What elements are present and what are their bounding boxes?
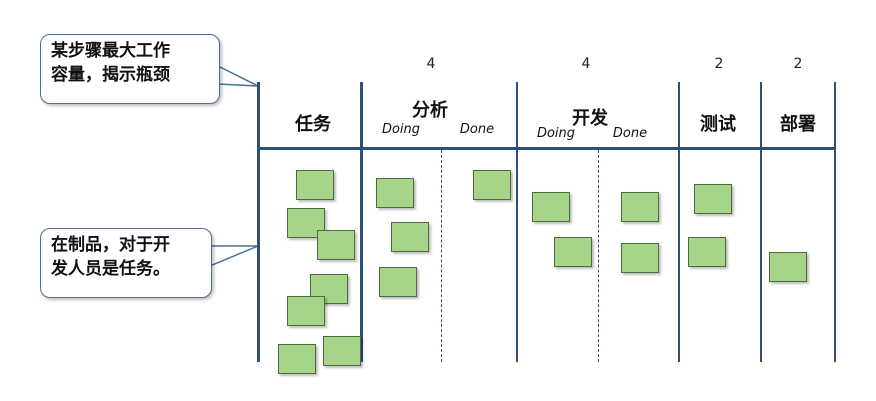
callout-pointer-top xyxy=(217,64,259,87)
callout-wip-limit-line1: 某步骤最大工作 xyxy=(51,41,170,61)
column-title-deploy: 部署 xyxy=(780,114,816,135)
column-title-tasks: 任务 xyxy=(295,114,331,135)
callout-wip-limit-line2: 容量，揭示瓶颈 xyxy=(51,65,170,85)
callout-pointer-bottom xyxy=(209,245,259,268)
board-divider xyxy=(360,82,363,362)
task-card[interactable] xyxy=(621,192,659,222)
task-card[interactable] xyxy=(391,222,429,252)
board-divider xyxy=(516,82,518,362)
column-sub-development-doing: Doing xyxy=(536,126,576,141)
column-sub-development-done: Done xyxy=(612,126,648,141)
task-card[interactable] xyxy=(278,344,316,374)
task-card[interactable] xyxy=(287,296,325,326)
column-title-analysis: 分析 xyxy=(412,100,448,121)
wip-limit-testing: 2 xyxy=(714,56,724,72)
wip-limit-analysis: 4 xyxy=(426,56,436,72)
callout-wip-items: 在制品，对于开 发人员是任务。 xyxy=(40,228,212,298)
board-divider xyxy=(760,82,762,362)
board-divider xyxy=(834,82,836,362)
task-card[interactable] xyxy=(621,243,659,273)
column-title-testing: 测试 xyxy=(700,114,736,135)
doing-done-divider xyxy=(598,150,599,362)
board-divider xyxy=(678,82,680,362)
header-separator xyxy=(257,147,836,150)
task-card[interactable] xyxy=(688,237,726,267)
task-card[interactable] xyxy=(769,252,807,282)
task-card[interactable] xyxy=(379,267,417,297)
column-title-development: 开发 xyxy=(572,108,608,129)
callout-wip-items-line2: 发人员是任务。 xyxy=(51,259,170,279)
task-card[interactable] xyxy=(317,230,355,260)
callout-wip-limit: 某步骤最大工作 容量，揭示瓶颈 xyxy=(40,34,220,104)
column-sub-analysis-doing: Doing xyxy=(381,122,421,137)
task-card[interactable] xyxy=(376,178,414,208)
callout-wip-items-line1: 在制品，对于开 xyxy=(51,235,170,255)
doing-done-divider xyxy=(441,150,442,362)
task-card[interactable] xyxy=(473,170,511,200)
task-card[interactable] xyxy=(296,170,334,200)
column-sub-analysis-done: Done xyxy=(459,122,495,137)
task-card[interactable] xyxy=(323,336,361,366)
board-divider xyxy=(257,82,260,362)
task-card[interactable] xyxy=(694,184,732,214)
task-card[interactable] xyxy=(532,192,570,222)
wip-limit-deploy: 2 xyxy=(793,56,803,72)
wip-limit-development: 4 xyxy=(581,56,591,72)
task-card[interactable] xyxy=(554,237,592,267)
